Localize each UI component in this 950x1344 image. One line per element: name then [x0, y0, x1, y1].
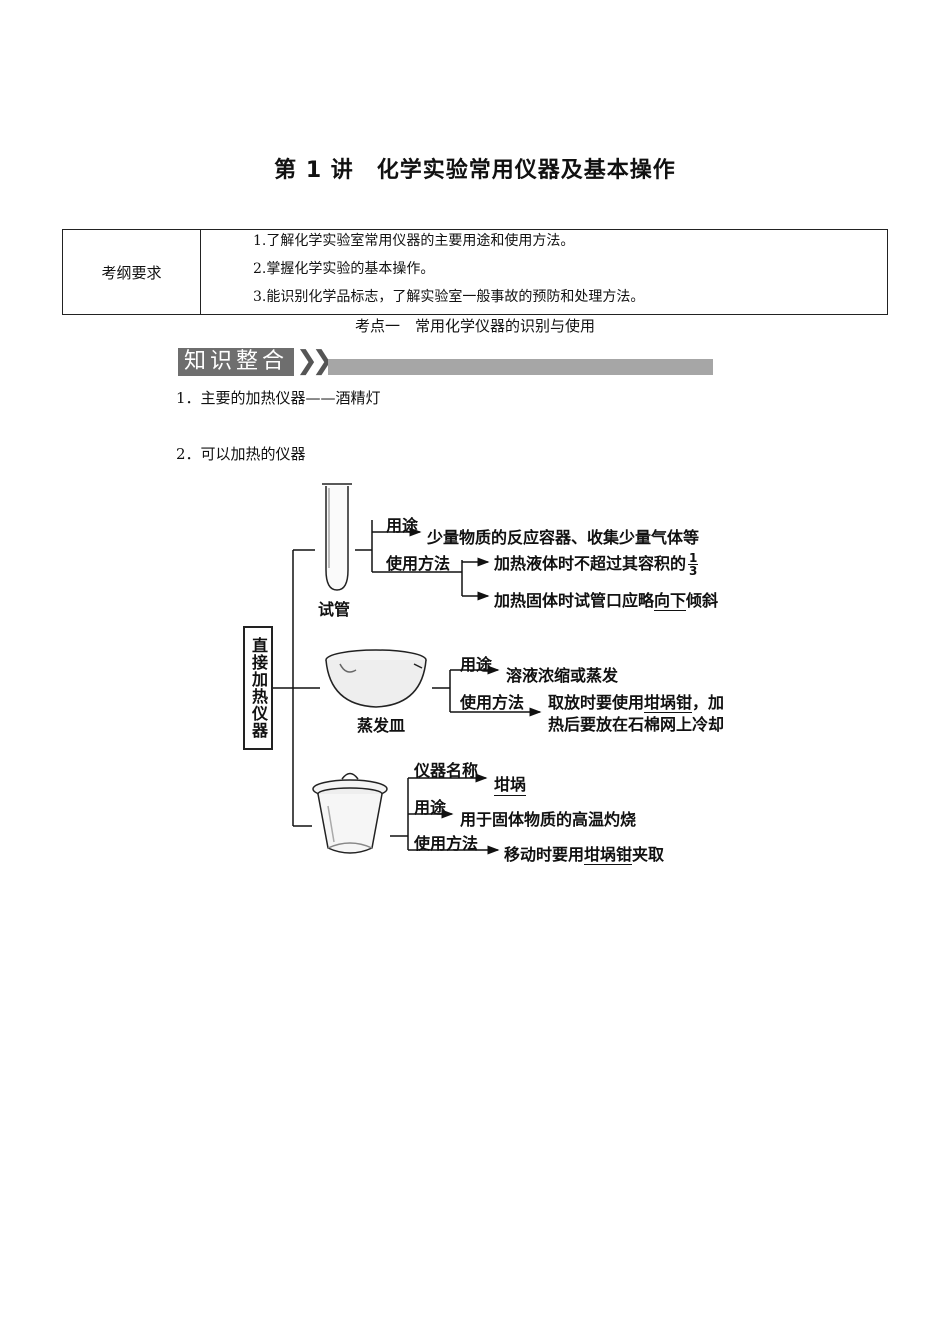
crucible-method-label: 使用方法 [414, 834, 479, 853]
paragraph-1: 1．主要的加热仪器——酒精灯 [176, 389, 381, 407]
page-title: 第 1 讲 化学实验常用仪器及基本操作 [274, 158, 676, 183]
crucible-use-label: 用途 [414, 798, 447, 817]
crucible-method: 移动时要用坩埚钳夹取 [504, 845, 665, 865]
evaporating-dish-method-label: 使用方法 [460, 693, 525, 712]
test-tube-method-label: 使用方法 [386, 554, 451, 573]
requirements-table: 考纲要求 1.了解化学实验室常用仪器的主要用途和使用方法。 2.掌握化学实验的基… [62, 229, 888, 315]
banner-bar [328, 359, 713, 375]
evaporating-dish-method-1: 取放时要使用坩埚钳，加 [548, 693, 725, 713]
double-chevron-icon: ❯❯ [296, 346, 333, 376]
evaporating-dish-label: 蒸发皿 [357, 716, 406, 735]
test-tube-method-2: 加热固体时试管口应略向下倾斜 [494, 591, 719, 611]
knowledge-banner: 知识整合 [178, 348, 294, 376]
crucible-icon [312, 772, 388, 854]
test-tube-use: 少量物质的反应容器、收集少量气体等 [427, 528, 700, 547]
direct-heating-category: 直接加热仪器 [243, 626, 273, 750]
test-tube-icon [322, 483, 352, 591]
evaporating-dish-use-label: 用途 [460, 655, 493, 674]
test-tube-use-label: 用途 [386, 516, 419, 535]
requirements-label: 考纲要求 [63, 230, 201, 314]
requirement-item-1: 1.了解化学实验室常用仪器的主要用途和使用方法。 [253, 233, 575, 249]
paragraph-2: 2．可以加热的仪器 [176, 445, 306, 463]
crucible-use: 用于固体物质的高温灼烧 [460, 810, 637, 829]
crucible-name-label: 仪器名称 [414, 761, 479, 780]
evaporating-dish-use: 溶液浓缩或蒸发 [506, 666, 619, 685]
evaporating-dish-method-2: 热后要放在石棉网上冷却 [548, 715, 725, 734]
requirement-item-2: 2.掌握化学实验的基本操作。 [253, 261, 435, 277]
crucible-name: 坩埚 [494, 771, 527, 796]
requirement-item-3: 3.能识别化学品标志，了解实验室一般事故的预防和处理方法。 [253, 289, 645, 305]
section-heading: 考点一 常用化学仪器的识别与使用 [354, 317, 595, 335]
test-tube-label: 试管 [318, 600, 351, 619]
evaporating-dish-icon [325, 649, 427, 708]
